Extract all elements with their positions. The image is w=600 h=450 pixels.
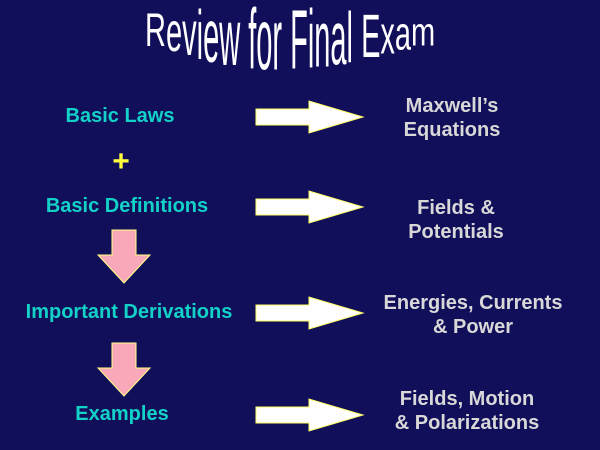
result-fields-potentials: Fields &Potentials [408,196,504,244]
label-basic-laws: Basic Laws [65,105,175,127]
result-line: & Power [432,316,514,338]
title-letter [282,0,290,83]
title-letter: f [248,0,257,88]
title-letter: w [219,0,241,83]
title-letter: a [330,0,347,82]
title-letter: e [202,0,220,79]
right-arrow-icon [255,398,365,432]
title-letter: i [196,0,203,75]
title-letter: e [165,0,182,64]
label-important-derivations: Important Derivations [25,301,233,323]
right-arrow-icon [255,296,365,330]
result-line: Fields & [417,197,495,219]
result-line: Maxwell’s [405,95,499,117]
result-line: Equations [403,119,501,141]
title-letter: a [394,6,411,61]
result-line: Energies, Currents [383,292,563,314]
result-fields-motion-polarizations: Fields, Motion& Polarizations [395,387,539,435]
result-line: Potentials [408,221,504,243]
result-line: & Polarizations [394,412,540,434]
right-arrow-icon [255,190,365,224]
label-basic-definitions: Basic Definitions [45,195,209,217]
title-letter: E [360,1,381,71]
label-examples: Examples [75,403,169,425]
title-letter: R [144,3,166,57]
title-letter: v [181,0,197,70]
title-letter: m [410,9,436,55]
plus-sign: + [112,145,130,178]
title-letter: i [307,0,315,86]
title-letter: r [272,0,282,89]
title-letter: n [314,0,331,84]
down-arrow-icon [96,229,152,284]
title-letter [240,0,248,80]
title-text: Review for Final Exam [145,0,436,84]
slide-title: Review for Final Exam [0,0,600,90]
title-letter [353,4,361,71]
title-letter: F [289,0,308,88]
title-letter: x [380,4,395,66]
result-line: Fields, Motion [399,388,535,410]
right-arrow-icon [255,100,365,134]
down-arrow-icon [96,342,152,397]
title-letter: l [346,0,353,79]
title-letter: o [256,0,273,89]
result-energies-currents-power: Energies, Currents& Power [384,291,563,339]
